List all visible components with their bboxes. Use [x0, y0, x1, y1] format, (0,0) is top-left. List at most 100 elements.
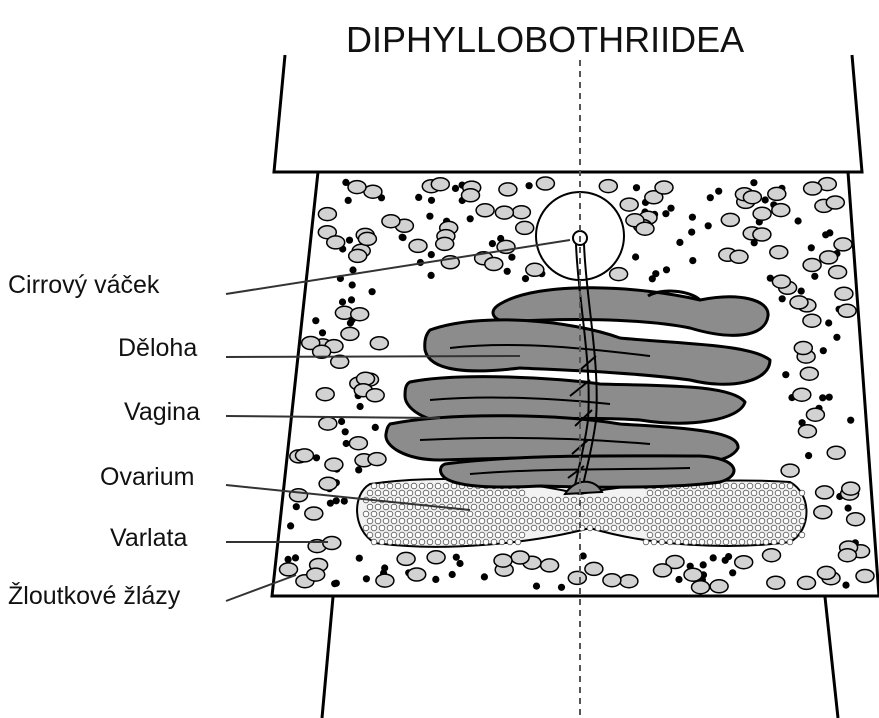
ovary-cell [739, 497, 745, 503]
ovary-cell [379, 511, 385, 517]
testis [743, 191, 761, 204]
ovary-cell [775, 532, 781, 538]
ovary-cell [619, 525, 625, 531]
testis [541, 559, 559, 572]
ovary-cell [559, 518, 565, 524]
ovary-cell [523, 497, 529, 503]
ovary-cell [763, 539, 769, 545]
ovary-cell [507, 525, 513, 531]
vitelline-dot [675, 576, 682, 583]
ovary-cell [719, 490, 725, 496]
ovary-cell [563, 497, 569, 503]
ovary-cell [711, 532, 717, 538]
ovary-cell [539, 511, 545, 517]
vitelline-dot [676, 239, 683, 246]
ovary-cell [663, 504, 669, 510]
ovary-cell [779, 539, 785, 545]
ovary-cell [539, 525, 545, 531]
vitelline-dot [349, 281, 356, 288]
ovary-cell [555, 525, 561, 531]
vitelline-dot [363, 575, 370, 582]
ovary-cell [651, 497, 657, 503]
testis [462, 189, 480, 202]
testis [325, 458, 343, 471]
ovary-cell [647, 490, 653, 496]
ovary-cell [651, 539, 657, 545]
ovary-cell [731, 511, 737, 517]
ovary-cell [715, 525, 721, 531]
vitelline-dot [467, 215, 474, 222]
ovary-cell [671, 490, 677, 496]
ovary-cell [483, 497, 489, 503]
vitelline-dot [705, 222, 712, 229]
testis [763, 549, 781, 562]
testis [368, 453, 386, 466]
vitelline-dot [729, 569, 736, 576]
ovary-cell [759, 518, 765, 524]
ovary-cell [659, 511, 665, 517]
ovary-cell [743, 504, 749, 510]
ovary-cell [587, 497, 593, 503]
ovary-cell [507, 511, 513, 517]
ovary-cell [783, 518, 789, 524]
ovary-cell [479, 490, 485, 496]
ovary-cell [519, 532, 525, 538]
ovary-cell [383, 490, 389, 496]
ovary-cell [687, 532, 693, 538]
testis [316, 388, 334, 401]
ovary-cell [491, 525, 497, 531]
ovary-cell [787, 525, 793, 531]
ovary-cell [655, 504, 661, 510]
ovary-cell [475, 497, 481, 503]
ovary-cell [499, 539, 505, 545]
ovary-cell [547, 497, 553, 503]
upper-segment [274, 55, 862, 172]
ovary-cell [471, 518, 477, 524]
ovary-cell [487, 518, 493, 524]
ovary-cell [467, 511, 473, 517]
ovary-cell [755, 525, 761, 531]
ovary-cell [679, 504, 685, 510]
ovary-cell [543, 518, 549, 524]
ovary-cell [503, 504, 509, 510]
vitelline-dot [820, 347, 827, 354]
ovary-cell [523, 511, 529, 517]
testis [280, 563, 298, 576]
ovary-cell [767, 490, 773, 496]
ovary-cell [403, 511, 409, 517]
ovary-cell [735, 532, 741, 538]
vitelline-dot [287, 522, 294, 529]
ovary-cell [739, 525, 745, 531]
ovary-cell [571, 511, 577, 517]
ovary-cell [415, 490, 421, 496]
ovary-cell [511, 490, 517, 496]
testis [768, 187, 786, 200]
ovary-cell [515, 497, 521, 503]
testis [827, 446, 845, 459]
ovary-cell [371, 511, 377, 517]
testis [793, 388, 811, 401]
ovary-cell [503, 490, 509, 496]
ovary-cell [383, 518, 389, 524]
ovary-cell [591, 504, 597, 510]
vitelline-dot [533, 583, 540, 590]
ovary-cell [395, 539, 401, 545]
vitelline-dot [649, 275, 656, 282]
ovary-cell [751, 518, 757, 524]
vitelline-dot [689, 214, 696, 221]
ovary-cell [739, 483, 745, 489]
ovary-cell [507, 497, 513, 503]
testis [511, 551, 529, 564]
vitelline-dot [795, 217, 802, 224]
ovary-cell [427, 497, 433, 503]
ovary-cell [719, 518, 725, 524]
ovary-cell [499, 497, 505, 503]
vitelline-dot [341, 498, 348, 505]
ovary-cell [715, 511, 721, 517]
testis [516, 221, 534, 234]
ovary-cell [699, 497, 705, 503]
ovary-cell [395, 511, 401, 517]
label-uterus: Děloha [118, 334, 197, 362]
ovary-cell [499, 511, 505, 517]
ovary-cell [755, 483, 761, 489]
